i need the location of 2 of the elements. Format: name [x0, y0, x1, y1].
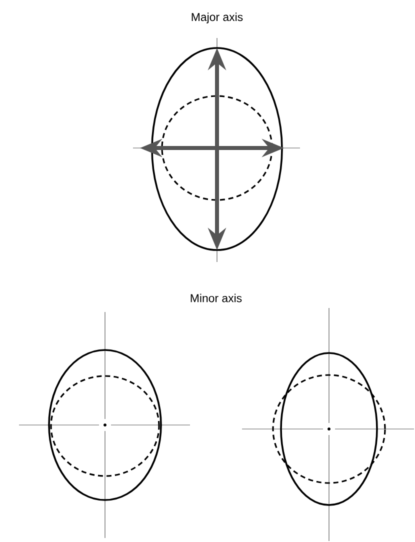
axis-label: Minor axis [190, 294, 242, 302]
axis-label: Major axis [192, 12, 243, 24]
